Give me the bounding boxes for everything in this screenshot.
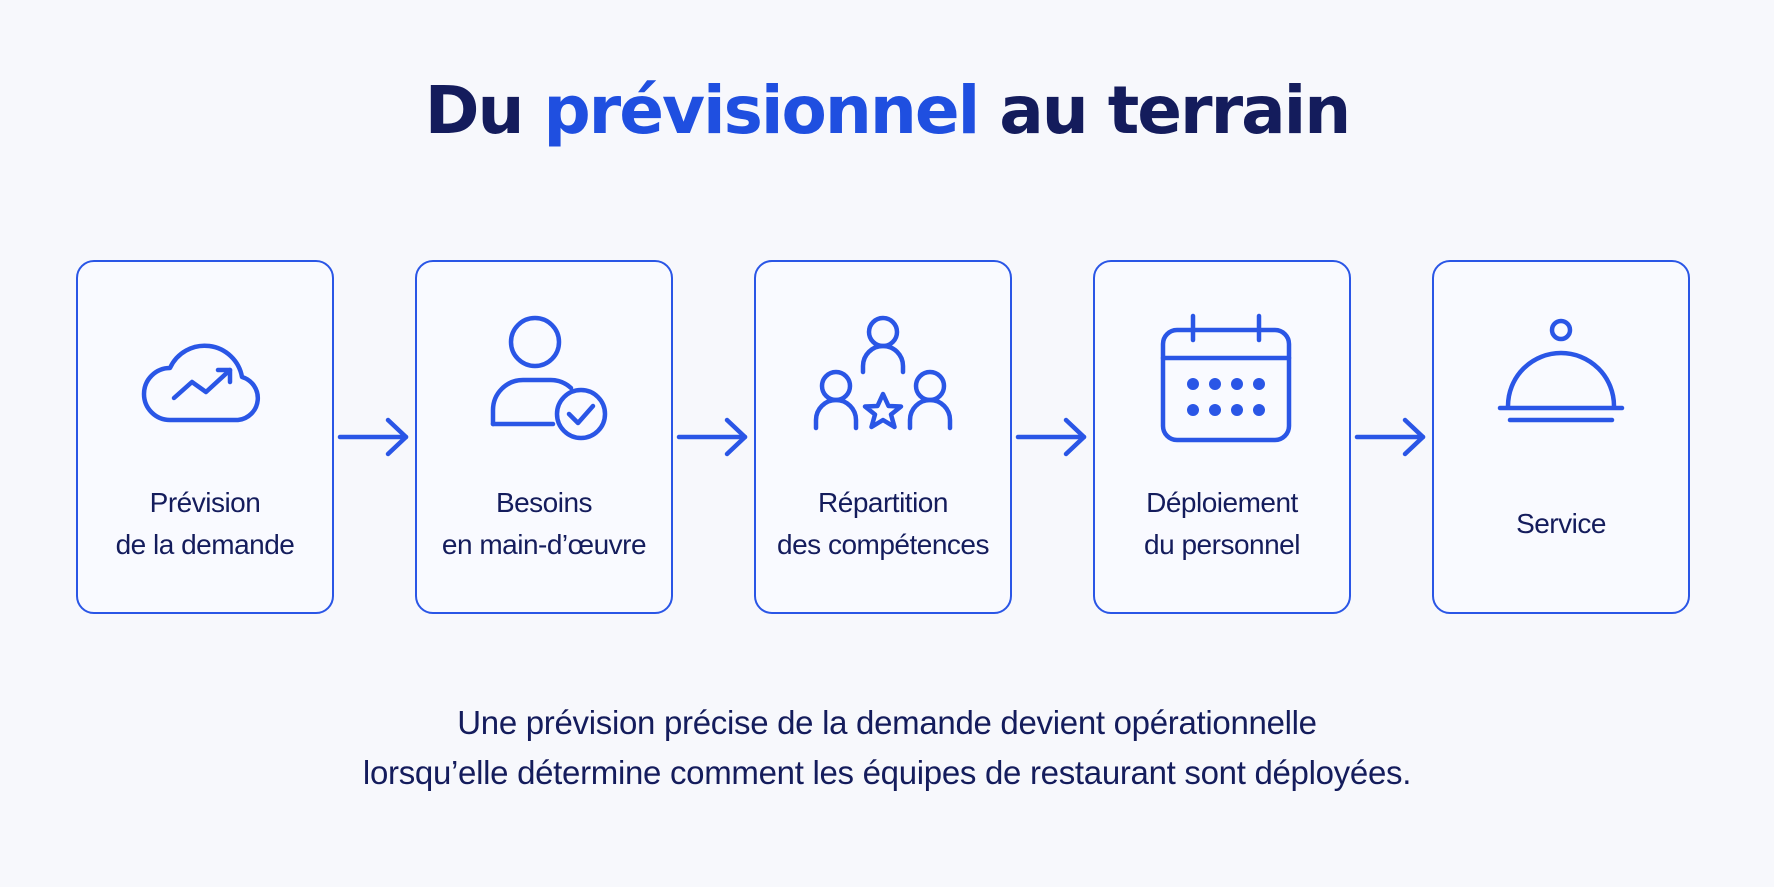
step-label-line-1: Besoins [495, 487, 593, 518]
step-label: Déploiement du personnel [1095, 482, 1349, 566]
arrow-right-icon [673, 407, 754, 467]
title-accent: prévisionnel [543, 72, 980, 149]
step-label-line-2: des compétences [777, 529, 989, 560]
step-label-line-2: en main-d’œuvre [441, 529, 647, 560]
caption-line-1: Une prévision précise de la demande devi… [457, 704, 1317, 741]
step-label-line-1: Répartition [818, 487, 948, 518]
person-check-icon [417, 302, 671, 452]
caption-line-2: lorsqu’elle détermine comment les équipe… [362, 754, 1412, 791]
step-label-line-2: de la demande [115, 529, 295, 560]
step-label: Besoins en main-d’œuvre [417, 482, 671, 566]
step-staff-deployment: Déploiement du personnel [1093, 260, 1351, 614]
title-part-1: Du [424, 72, 544, 149]
team-star-icon [756, 302, 1010, 452]
arrow-right-icon [334, 407, 415, 467]
step-label-line-2: du personnel [1144, 529, 1300, 560]
process-flow: Prévision de la demande Besoins en main-… [76, 258, 1690, 616]
step-skills-allocation: Répartition des compétences [754, 260, 1012, 614]
step-label: Répartition des compétences [756, 482, 1010, 566]
step-label-line-1: Prévision [149, 487, 261, 518]
cloche-icon [1434, 302, 1688, 452]
step-labor-needs: Besoins en main-d’œuvre [415, 260, 673, 614]
step-label: Prévision de la demande [78, 482, 332, 566]
arrow-right-icon [1012, 407, 1093, 467]
step-label-line-1: Service [1516, 508, 1606, 539]
caption: Une prévision précise de la demande devi… [0, 698, 1774, 798]
step-service: Service [1432, 260, 1690, 614]
step-label-line-1: Déploiement [1146, 487, 1298, 518]
calendar-icon [1095, 302, 1349, 452]
step-demand-forecast: Prévision de la demande [76, 260, 334, 614]
cloud-trend-icon [78, 302, 332, 452]
step-label: Service [1434, 503, 1688, 545]
title-part-2: au terrain [978, 72, 1351, 149]
arrow-right-icon [1351, 407, 1432, 467]
page-title: Du prévisionnel au terrain [0, 78, 1774, 144]
